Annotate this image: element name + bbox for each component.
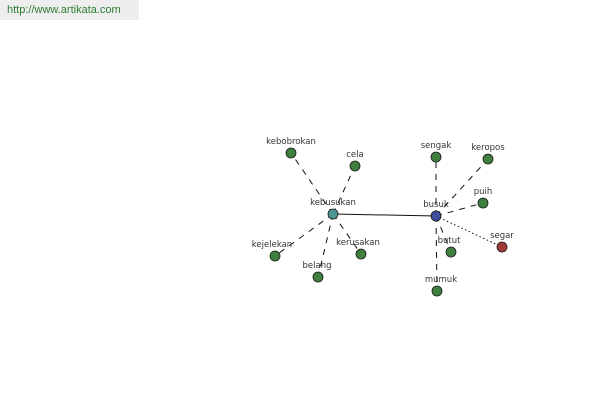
node-label-belang[interactable]: belang	[303, 261, 332, 271]
node-mumuk[interactable]: mumuk	[425, 275, 457, 297]
node-puih[interactable]: puih	[474, 187, 493, 209]
node-label-segar[interactable]: segar	[490, 231, 514, 241]
node-kebobrokan[interactable]: kebobrokan	[266, 137, 316, 159]
node-circle-butut[interactable]	[445, 246, 457, 258]
url-link[interactable]: http://www.artikata.com	[7, 4, 121, 16]
node-kejelekan[interactable]: kejelekan	[252, 240, 292, 262]
edge-busuk-segar	[435, 215, 503, 248]
node-circle-keropos[interactable]	[482, 153, 494, 165]
node-butut[interactable]: butut	[438, 236, 462, 258]
node-label-kerusakan[interactable]: kerusakan	[336, 238, 380, 248]
node-label-butut[interactable]: butut	[438, 236, 462, 246]
node-sengak[interactable]: sengak	[421, 141, 452, 163]
node-label-sengak[interactable]: sengak	[421, 141, 452, 151]
edge-kebusukan-kerusakan	[332, 213, 362, 255]
node-circle-belang[interactable]	[312, 271, 324, 283]
node-circle-mumuk[interactable]	[431, 285, 443, 297]
edge-busuk-puih	[435, 202, 484, 217]
node-kebusukan[interactable]: kebusukan	[310, 198, 356, 220]
node-busuk[interactable]: busuk	[423, 200, 449, 222]
node-circle-puih[interactable]	[477, 197, 489, 209]
edge-kebusukan-belang	[317, 213, 334, 278]
node-circle-kebusukan[interactable]	[327, 208, 339, 220]
node-cela[interactable]: cela	[346, 150, 364, 172]
node-belang[interactable]: belang	[303, 261, 332, 283]
node-segar[interactable]: segar	[490, 231, 514, 253]
node-label-puih[interactable]: puih	[474, 187, 493, 197]
edges-layer	[274, 152, 503, 292]
node-keropos[interactable]: keropos	[471, 143, 505, 165]
edge-busuk-keropos	[435, 158, 489, 217]
node-circle-segar[interactable]	[496, 241, 508, 253]
nodes-layer: kebusukan busuk kebobrokan cela kejelekan ker…	[252, 137, 514, 297]
edge-busuk-mumuk	[435, 215, 438, 292]
node-circle-busuk[interactable]	[430, 210, 442, 222]
node-label-kebobrokan[interactable]: kebobrokan	[266, 137, 316, 147]
node-circle-sengak[interactable]	[430, 151, 442, 163]
edge-kebusukan-cela	[332, 165, 356, 215]
node-circle-kebobrokan[interactable]	[285, 147, 297, 159]
url-banner: http://www.artikata.com	[0, 0, 139, 20]
node-label-cela[interactable]: cela	[346, 150, 363, 160]
node-label-kebusukan[interactable]: kebusukan	[310, 198, 356, 208]
node-label-keropos[interactable]: keropos	[471, 143, 505, 153]
edge-kebusukan-busuk	[332, 213, 437, 217]
node-label-kejelekan[interactable]: kejelekan	[252, 240, 292, 250]
edge-kebusukan-kebobrokan	[290, 152, 334, 215]
node-circle-cela[interactable]	[349, 160, 361, 172]
node-label-mumuk[interactable]: mumuk	[425, 275, 457, 285]
node-circle-kerusakan[interactable]	[355, 248, 367, 260]
edge-busuk-butut	[435, 215, 452, 253]
node-kerusakan[interactable]: kerusakan	[336, 238, 380, 260]
node-circle-kejelekan[interactable]	[269, 250, 281, 262]
node-label-busuk[interactable]: busuk	[423, 200, 449, 210]
